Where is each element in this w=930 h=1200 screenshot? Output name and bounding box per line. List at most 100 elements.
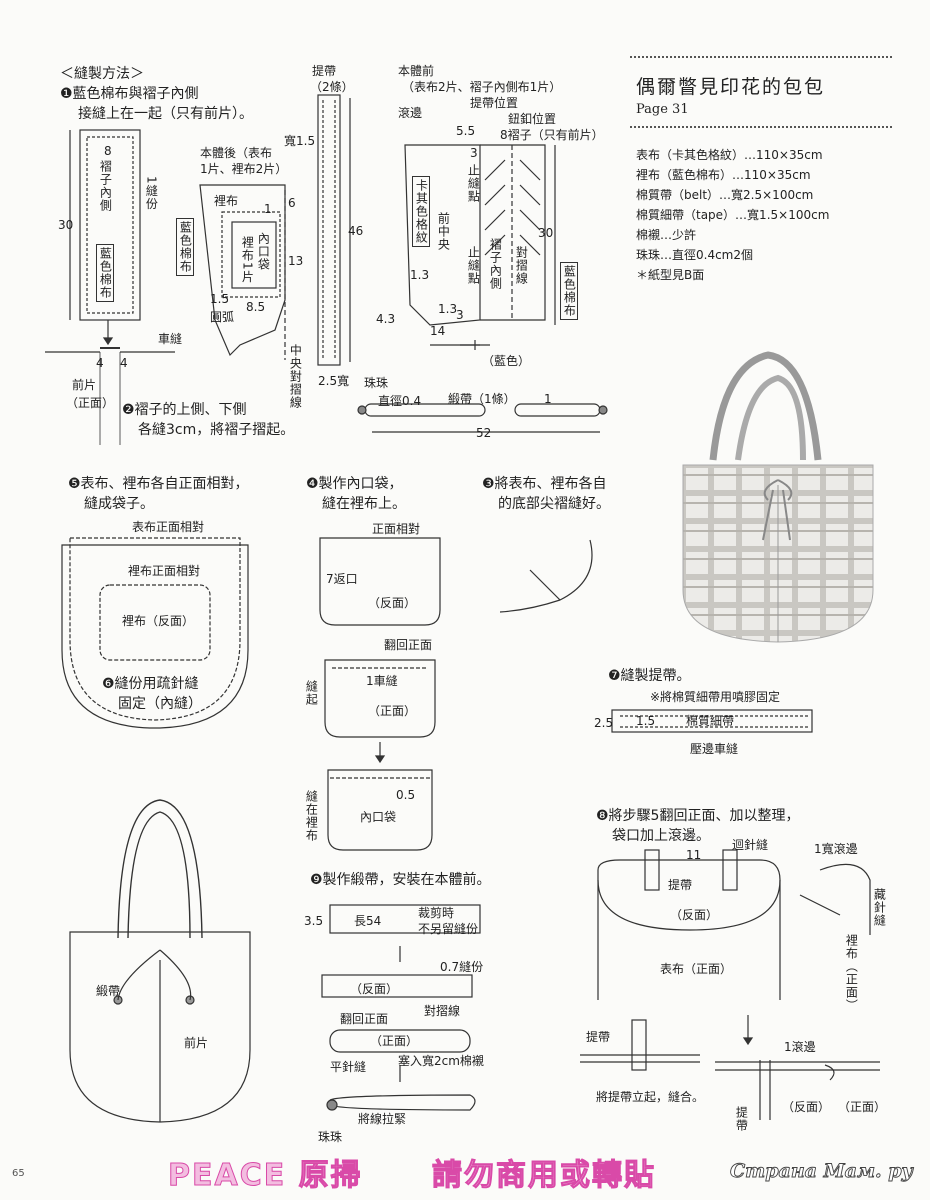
step-5-text: 縫成袋子。 [84,496,154,512]
outer-face-label: 表布正面相對 [132,520,205,534]
panel-top-rule [630,56,892,58]
strap-label: 提帶 [586,1030,611,1044]
cut-note: 不另留縫份 [418,922,479,936]
blue-cotton-label: 藍色棉布 [176,218,195,276]
stop-point-label: 止縫點 [466,164,481,203]
dim-label: 0.5 [396,788,416,802]
ribbon-label: 緞帶（1條） [448,392,516,406]
step-2-text: 各縫3cm，將褶子摺起。 [138,422,295,438]
right-side-label: （正面） [370,1034,419,1048]
dim-label: 寬1.5 [284,134,316,148]
pleat-inside-label: 褶子內側 [98,160,113,212]
turn-right-label: 翻回正面 [384,638,433,652]
fold-line-label: 對摺線 [514,246,529,285]
step-3-text: 的底部尖褶縫好。 [498,496,610,512]
fold-line-label: 對摺線 [424,1004,461,1018]
stop-point-label: 止縫點 [466,246,481,285]
dim-label: 3.5 [304,914,324,928]
bead-label: 珠珠 [318,1130,343,1144]
machine-seam-label: 1車縫 [366,674,398,688]
binding-label: 滾邊 [398,106,423,120]
seam-allowance-label: 1縫份 [144,176,159,211]
front-body-label: 本體前 [398,64,435,78]
ribbon-label: 緞帶 [96,984,121,998]
pleat-label: 8褶子（只有前片） [500,128,604,142]
back-side-label: （反面） [368,596,417,610]
step-7-text: ❼縫製提帶。 [608,668,691,684]
cut-note: 裁剪時 [418,906,455,920]
step-6-text: 固定（內縫） [118,696,202,712]
bead-label: 珠珠 [364,376,389,390]
material-item: 棉襯…少許 [636,228,697,242]
dim-label: 2.5寬 [318,374,350,388]
material-item: 棉質細帶（tape）…寬1.5×100cm [636,208,830,222]
material-item: 裡布（藍色棉布）…110×35cm [636,168,811,182]
dim-label: 2.5 [594,716,614,730]
step-4-text: 縫在裡布上。 [322,496,406,512]
back-side-label: （反面） [782,1100,831,1114]
back-stitch-label: 迴針縫 [732,838,769,852]
dim-label: 1.5 [210,292,230,306]
material-item: 表布（卡其色格紋）…110×35cm [636,148,823,162]
edge-stitch-label: 壓邊車縫 [690,742,739,756]
back-side-label: （反面） [670,908,719,922]
flat-stitch-label: 平針縫 [330,1060,367,1074]
turn-right-label: 翻回正面 [340,1012,389,1026]
watermark-left: PEACE 原掃 [168,1158,363,1194]
front-center-label: 前中央 [436,212,451,251]
dim-label: 直徑0.4 [378,394,422,408]
inner-pocket-label: 內口袋 [360,810,397,824]
dim-label: 4.3 [376,312,396,326]
lining-back-label: 裡布（反面） [122,614,195,628]
step-3-text: ❸將表布、裡布各自 [482,476,607,492]
dim-label: 1 [264,202,272,216]
dim-label: 5.5 [456,124,476,138]
pull-thread-label: 將線拉緊 [358,1112,407,1126]
strap-label: 提帶 [668,878,693,892]
stitch-start-label: 縫起 [304,680,319,706]
back-body-label: 本體後（表布 [200,146,273,160]
front-piece-label: 前片 [72,378,97,392]
dim-label: 1.5 [636,714,656,728]
insert-label: 塞入寬2cm棉襯 [398,1054,484,1068]
dim-label: 30 [58,218,74,232]
bag-photo [682,351,874,643]
step-6-text: ❻縫份用疏針縫 [102,676,199,692]
khaki-plaid-label: 卡其色格紋 [412,176,431,247]
lining-one-label: 裡布1片 [240,236,255,284]
strap-position-label: 提帶位置 [470,96,519,110]
strap-count: （2條） [310,80,354,94]
dim-label: 14 [430,324,446,338]
front-side-label: （正面） [66,396,115,410]
dim-label: 4 [120,356,128,370]
button-position-label: 鈕釦位置 [508,112,557,126]
opening-label: 7返口 [326,572,358,586]
watermark-right: 請勿商用或轉貼 [432,1158,656,1194]
step-4-text: ❹製作內口袋， [306,476,403,492]
lining-front-label: 裡布（正面） [844,934,859,1012]
glue-note: ※將棉質細帶用噴膠固定 [650,690,781,704]
stand-strap-label: 將提帶立起，縫合。 [596,1090,705,1104]
page-number: 65 [12,1168,25,1179]
front-body-label: （表布2片、褶子內側布1片） [402,80,562,94]
dim-label: 8.5 [246,300,266,314]
right-side-label: （正面） [368,704,417,718]
material-item: 棉質帶（belt）…寬2.5×100cm [636,188,814,202]
step-8-text: ❽將步驟5翻回正面、加以整理， [596,808,800,824]
dim-label: 52 [476,426,492,440]
project-title: 偶爾瞥見印花的包包 [636,76,826,98]
dim-label: 13 [288,254,304,268]
arc-label: 圓弧 [210,310,235,324]
dim-label: 3 [456,308,464,322]
center-fold-label: 中央對摺線 [288,344,303,409]
material-item: ＊紙型見B面 [636,268,705,282]
material-item: 珠珠…直徑0.4cm2個 [636,248,754,262]
face-to-face-label: 正面相對 [372,522,421,536]
outer-right-label: 表布（正面） [660,962,733,976]
step-1-text: ❶藍色棉布與褶子內側 [60,86,199,102]
panel-mid-rule [630,126,892,128]
dim-label: 8 [104,144,112,158]
dim-label: 30 [538,226,554,240]
strap-label: 提帶 [734,1106,749,1132]
